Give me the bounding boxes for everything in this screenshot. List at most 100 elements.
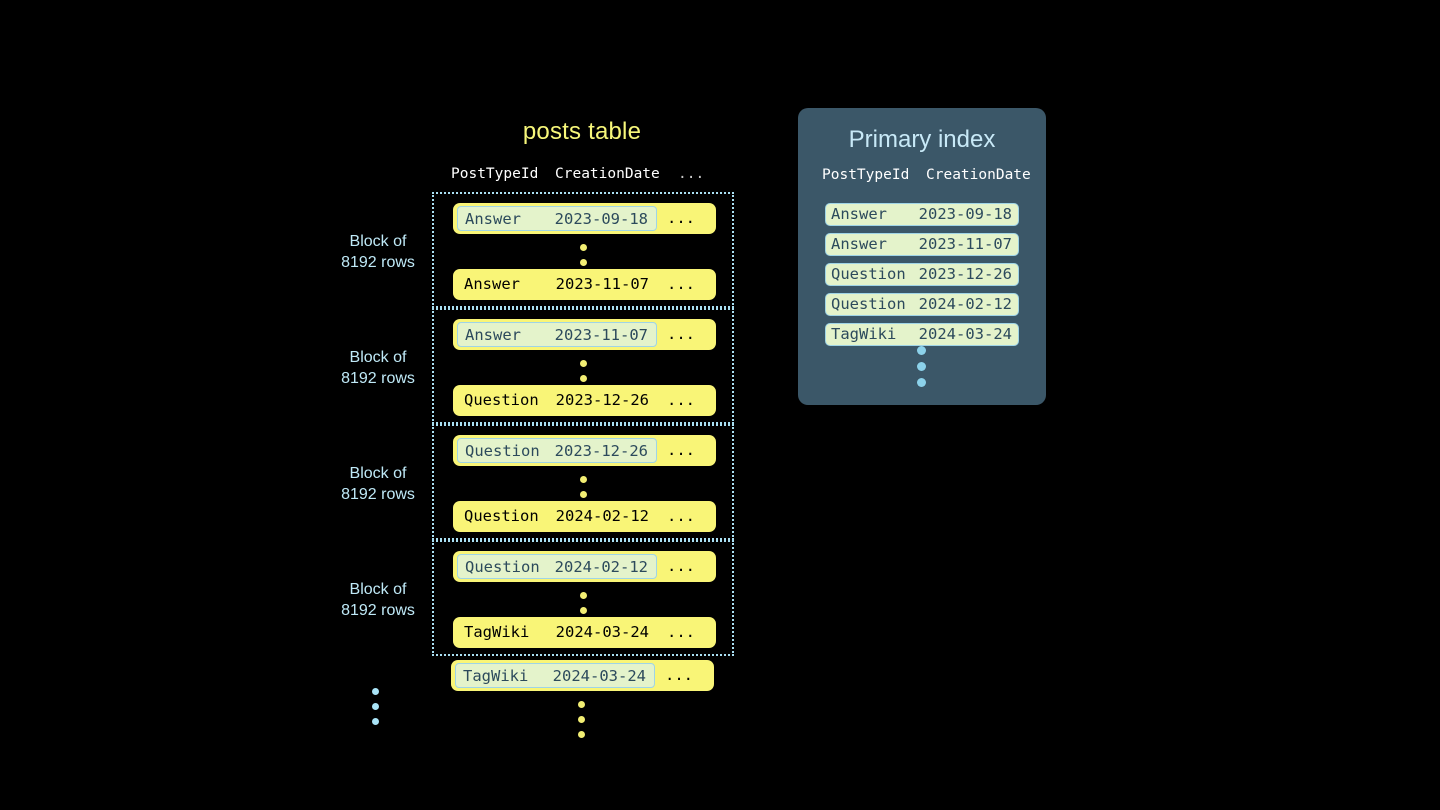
ellipsis-dot (372, 718, 379, 725)
primary-index-ellipsis (917, 346, 927, 387)
column-header-more: ... (678, 166, 705, 182)
cell-creationdate: 2023-11-07 (554, 326, 648, 344)
ellipsis-dot (580, 607, 587, 614)
ellipsis-dot (580, 259, 587, 266)
ellipsis-dot (580, 244, 587, 251)
block-3: Block of 8192 rows Question 2023-12-26 .… (341, 424, 734, 540)
row-cells: TagWiki 2024-03-24 (455, 663, 655, 688)
block-2-label-line2: 8192 rows (341, 370, 415, 387)
ellipsis-dot (580, 360, 587, 367)
ellipsis-dot (580, 476, 587, 483)
block-1-label: Block of 8192 rows (330, 231, 426, 273)
cell-posttypeid: Question (831, 265, 906, 283)
posts-table-title: posts table (522, 118, 642, 145)
cell-creationdate: 2024-03-24 (555, 623, 649, 641)
index-row: Answer 2023-09-18 (825, 203, 1019, 226)
block-3-label: Block of 8192 rows (330, 463, 426, 505)
row-cells: Question 2023-12-26 (457, 438, 657, 463)
posts-table-column-headers: PostTypeId CreationDate ... (432, 166, 734, 188)
cell-posttypeid: Answer (465, 210, 521, 228)
cell-posttypeid: Answer (831, 235, 887, 253)
block-2-label-line1: Block of (349, 349, 407, 366)
cell-more: ... (667, 623, 695, 641)
cell-more: ... (667, 209, 695, 227)
cell-creationdate: 2024-02-12 (555, 507, 649, 525)
cell-posttypeid: Question (464, 391, 539, 409)
cell-creationdate: 2024-02-12 (554, 558, 648, 576)
cell-posttypeid: Answer (464, 275, 520, 293)
cell-more: ... (665, 666, 693, 684)
block-2: Block of 8192 rows Answer 2023-11-07 ...… (341, 308, 734, 424)
ellipsis-dot (580, 491, 587, 498)
cell-creationdate: 2023-12-26 (555, 391, 649, 409)
cell-creationdate: 2023-09-18 (554, 210, 648, 228)
ellipsis-dot (580, 592, 587, 599)
cell-creationdate: 2023-11-07 (555, 275, 649, 293)
cell-creationdate: 2023-12-26 (918, 265, 1012, 283)
cell-creationdate: 2024-03-24 (552, 667, 646, 685)
cell-posttypeid: TagWiki (831, 325, 897, 343)
table-row: Answer 2023-11-07 ... (453, 319, 716, 350)
cell-more: ... (667, 391, 695, 409)
table-row: Answer 2023-11-07 ... (453, 269, 716, 300)
table-row: TagWiki 2024-03-24 ... (451, 660, 714, 691)
table-row: Question 2024-02-12 ... (453, 501, 716, 532)
index-row: Question 2024-02-12 (825, 293, 1019, 316)
row-cells: Answer 2023-11-07 (457, 322, 657, 347)
index-row: TagWiki 2024-03-24 (825, 323, 1019, 346)
cell-creationdate: 2023-12-26 (554, 442, 648, 460)
column-header-posttypeid: PostTypeId (451, 166, 539, 182)
cell-posttypeid: Answer (831, 205, 887, 223)
ellipsis-dot (917, 346, 926, 355)
primary-index-column-headers: PostTypeId CreationDate (798, 167, 1046, 189)
column-header-creationdate: CreationDate (926, 167, 1031, 183)
ellipsis-dot (372, 703, 379, 710)
block-2-label: Block of 8192 rows (330, 347, 426, 389)
row-cells: Question 2023-12-26 (457, 388, 657, 413)
table-row: Question 2023-12-26 ... (453, 435, 716, 466)
cell-posttypeid: TagWiki (463, 667, 529, 685)
cell-creationdate: 2024-03-24 (918, 325, 1012, 343)
cell-creationdate: 2024-02-12 (918, 295, 1012, 313)
row-cells: Question 2024-02-12 (457, 554, 657, 579)
table-row: TagWiki 2024-03-24 ... (453, 617, 716, 648)
block-3-label-line1: Block of (349, 465, 407, 482)
blocks-continuation-ellipsis (372, 688, 380, 725)
ellipsis-dot (917, 378, 926, 387)
primary-index-panel: Primary index PostTypeId CreationDate An… (798, 108, 1046, 405)
cell-more: ... (667, 275, 695, 293)
index-row: Answer 2023-11-07 (825, 233, 1019, 256)
cell-posttypeid: TagWiki (464, 623, 530, 641)
block-1: Block of 8192 rows Answer 2023-09-18 ...… (341, 192, 734, 308)
primary-index-title: Primary index (848, 126, 996, 153)
cell-more: ... (667, 441, 695, 459)
table-row: Question 2023-12-26 ... (453, 385, 716, 416)
cell-more: ... (667, 557, 695, 575)
row-cells: Answer 2023-09-18 (457, 206, 657, 231)
cell-creationdate: 2023-11-07 (918, 235, 1012, 253)
posts-table-group: posts table PostTypeId CreationDate ... … (332, 118, 742, 738)
cell-creationdate: 2023-09-18 (918, 205, 1012, 223)
cell-posttypeid: Question (465, 558, 540, 576)
column-header-posttypeid: PostTypeId (822, 167, 910, 183)
block-4-label: Block of 8192 rows (330, 579, 426, 621)
cell-more: ... (667, 507, 695, 525)
cell-posttypeid: Answer (465, 326, 521, 344)
block-4: Block of 8192 rows Question 2024-02-12 .… (341, 540, 734, 656)
row-cells: Answer 2023-11-07 (457, 272, 657, 297)
table-bottom-ellipsis (578, 701, 586, 738)
column-header-creationdate: CreationDate (555, 166, 660, 182)
cell-posttypeid: Question (831, 295, 906, 313)
ellipsis-dot (578, 731, 585, 738)
block-4-label-line2: 8192 rows (341, 602, 415, 619)
row-cells: TagWiki 2024-03-24 (457, 620, 657, 645)
index-row: Question 2023-12-26 (825, 263, 1019, 286)
ellipsis-dot (578, 716, 585, 723)
table-row: Question 2024-02-12 ... (453, 551, 716, 582)
block-3-label-line2: 8192 rows (341, 486, 415, 503)
block-4-label-line1: Block of (349, 581, 407, 598)
ellipsis-dot (372, 688, 379, 695)
block-1-label-line1: Block of (349, 233, 407, 250)
cell-posttypeid: Question (465, 442, 540, 460)
